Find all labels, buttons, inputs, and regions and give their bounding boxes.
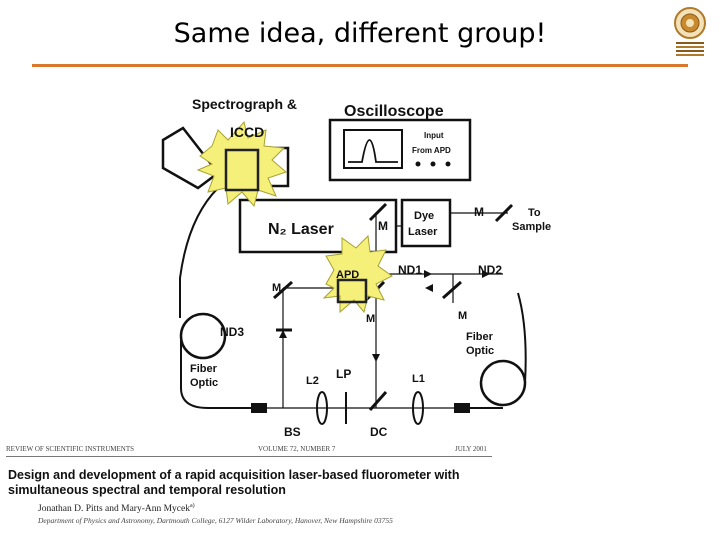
fiber-loop-left [179, 312, 227, 360]
label-fiber-right-1: Fiber [466, 331, 494, 343]
label-spectrograph: Spectrograph & [192, 96, 297, 112]
journal-rule [6, 456, 492, 457]
label-nd1: ND1 [398, 263, 422, 277]
label-oscilloscope: Oscilloscope [344, 103, 444, 120]
journal-name: REVIEW OF SCIENTIFIC INSTRUMENTS [6, 445, 135, 453]
fluorometer-setup-diagram: Spectrograph & ICCD Oscilloscope Input F… [108, 78, 636, 450]
fiber-loop-right [479, 359, 527, 407]
label-lp: LP [336, 367, 351, 381]
label-nd2: ND2 [478, 263, 502, 277]
label-fiber-right-2: Optic [466, 345, 494, 357]
label-scope-input: Input [424, 131, 444, 140]
paper-affiliation: Department of Physics and Astronomy, Dar… [38, 516, 393, 525]
university-crest-icon [670, 6, 710, 62]
slide-title: Same idea, different group! [173, 18, 547, 49]
label-m-top-right: M [474, 205, 484, 219]
iccd-highlight [196, 120, 287, 208]
oscilloscope-box [328, 118, 472, 182]
dye-laser-box [400, 198, 452, 248]
label-n2-laser: N₂ Laser [268, 221, 334, 238]
label-dc: DC [370, 425, 388, 439]
paper-title: Design and development of a rapid acquis… [8, 468, 460, 497]
spectrograph-body [161, 126, 220, 190]
label-to-sample-1: To [528, 207, 541, 219]
paper-header-clipping: REVIEW OF SCIENTIFIC INSTRUMENTS VOLUME … [0, 441, 498, 540]
label-to-sample-2: Sample [512, 221, 551, 233]
label-scope-from-apd: From APD [412, 146, 451, 155]
label-m-center: M [366, 313, 375, 325]
label-l1: L1 [412, 373, 425, 385]
label-m-right: M [458, 310, 467, 322]
label-apd: APD [336, 269, 359, 281]
title-underline [32, 64, 688, 67]
label-dye-2: Laser [408, 226, 438, 238]
label-l2: L2 [306, 375, 319, 387]
journal-volume: VOLUME 72, NUMBER 7 [258, 445, 336, 453]
label-dye-1: Dye [414, 210, 434, 222]
label-iccd: ICCD [230, 124, 264, 140]
author-footnote-mark: a) [189, 503, 195, 509]
label-m-left: M [272, 282, 281, 294]
label-m-laser: M [378, 219, 388, 233]
label-bs: BS [284, 425, 301, 439]
label-fiber-left-2: Optic [190, 377, 218, 389]
paper-authors: Jonathan D. Pitts and Mary-Ann Myceka) [38, 503, 195, 514]
author-names: Jonathan D. Pitts and Mary-Ann Mycek [38, 504, 190, 515]
label-nd3: ND3 [220, 325, 244, 339]
label-fiber-left-1: Fiber [190, 363, 218, 375]
journal-date: JULY 2001 [455, 445, 487, 453]
